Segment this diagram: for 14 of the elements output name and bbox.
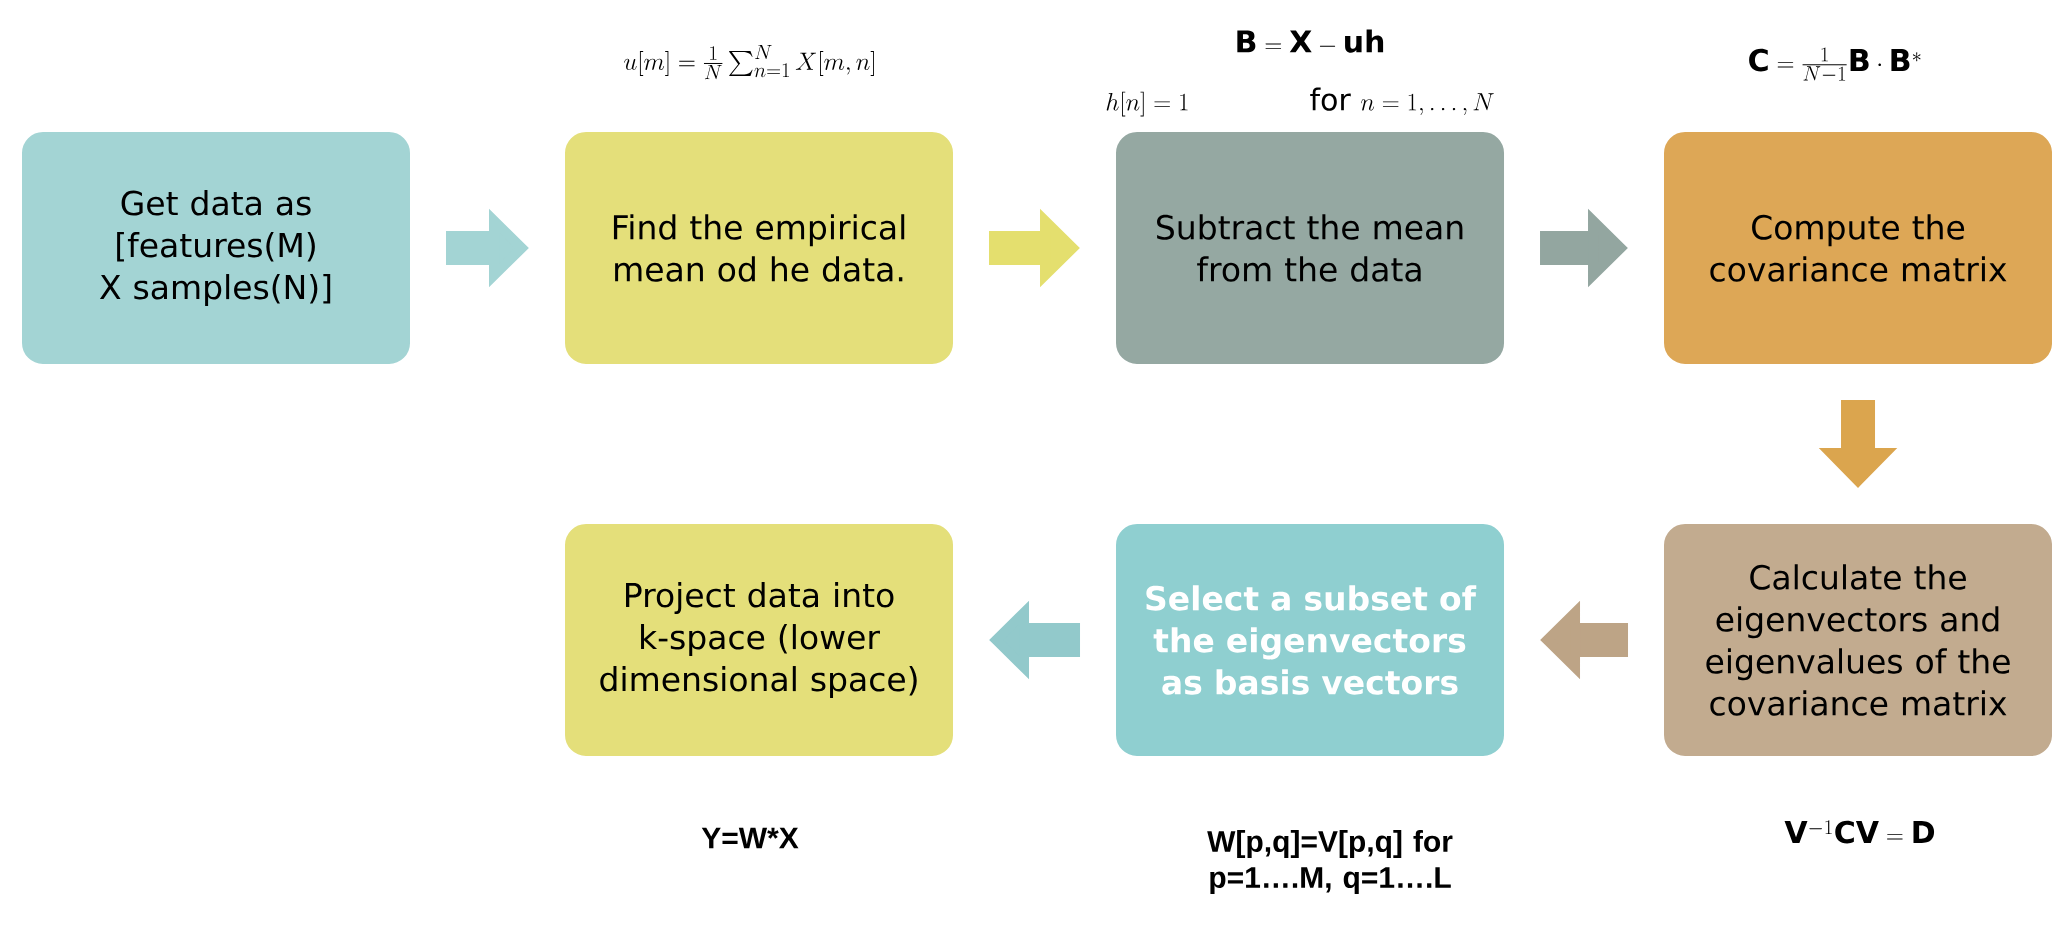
process-box: Find the empirical mean od he data. bbox=[563, 130, 955, 366]
process-box: Subtract the mean from the data bbox=[1114, 130, 1506, 366]
formula-text: Y=W*X bbox=[701, 827, 799, 849]
formula: $\mathbf{B}=\mathbf{X}-\mathbf{uh}$ bbox=[1237, 29, 1384, 53]
formula: $\mathbf{V}^{-1}\mathbf{C}\mathbf{V}=\mathbf{D}$ bbox=[1784, 820, 1935, 844]
process-box: Calculate the eigenvectors and eigenvalues of the covariance matrix bbox=[1662, 522, 2052, 758]
formula: $u[m]=\frac{1}{N}\sum_{n=1}^{N}X[m,n]$ bbox=[624, 44, 874, 80]
process-box: Get data as [features(M) X samples(N)] bbox=[20, 130, 412, 366]
process-box: Compute the covariance matrix bbox=[1662, 130, 2052, 366]
formula: $\mathbf{C}=\frac{1}{N-1}\mathbf{B}\cdot\mathbf{B}^{*}$ bbox=[1749, 47, 1921, 81]
process-box: Project data into k-space (lower dimensional space) bbox=[563, 522, 955, 758]
formula: $h[n]=1\qquad\qquad\text{for }n=1,\ldots,N$ bbox=[1106, 87, 1494, 117]
formula-text: W[p,q]=V[p,q] for p=1….M, q=1….L bbox=[1207, 830, 1453, 894]
process-box: Select a subset of the eigenvectors as basis vectors bbox=[1114, 522, 1506, 758]
